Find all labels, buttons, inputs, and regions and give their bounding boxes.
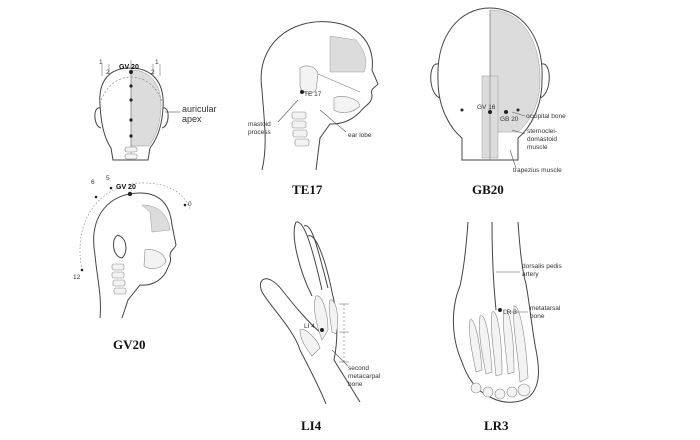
te17-title: TE17 [292,182,323,197]
gv20-back-callout-auricular: auricular apex [182,104,219,124]
gb20-title: GB20 [472,182,504,197]
li4-callout-bone-line1: second [348,365,369,372]
gv20-side-scale-5: 5 [106,175,110,182]
te17-point-label: TE 17 [304,91,322,98]
li4-point-label: LI 4 [304,323,315,330]
lr3-callout-artery-line1: dorsalis pedis [522,263,562,270]
gv20-back-callout-line1: auricular [182,104,217,114]
gv20-back-panel: 1 2 1 2 GV 20 auricular apex [94,59,219,161]
gv20-back-scale-2: 2 [106,69,110,76]
gv20-side-scale-0: 0 [188,201,192,208]
gv20-title: GV20 [113,337,146,352]
gv20-side-scale-6: 6 [91,179,95,186]
gv20-side-scale-12: 12 [73,274,81,281]
gb20-point-label-gb20: GB 20 [500,116,519,123]
li4-callout-bone-line3: bone [348,381,363,388]
gv20-back-callout-line2: apex [182,114,202,124]
gv20-side-point-label: GV 20 [116,184,136,191]
te17-callout-mastoid-line2: process [248,129,272,136]
gb20-callout-trapezius: trapezius muscle [513,167,562,174]
lr3-callout-bone-line2: bone [530,313,545,320]
gb20-callout-scm-line1: sternoclei- [527,128,557,135]
te17-panel: TE 17 mastoid process ear lobe TE17 [248,21,379,197]
lr3-callout-bone-line1: metatarsal [530,305,561,312]
te17-callout-ear-lobe: ear lobe [348,132,372,139]
gb20-point-label-gv16: GV 16 [477,104,496,111]
lr3-point-label: LR 3 [503,309,517,316]
li4-panel: LI 4 second metacarpal bone LI4 [260,221,382,433]
gb20-panel: GV 16 GB 20 occipital bone sternoclei- d… [430,7,566,197]
gv20-back-point-label: GV 20 [119,64,139,71]
li4-callout-bone-line2: metacarpal [348,373,381,380]
gv20-side-panel: 6 5 0 12 GV 20 GV20 [73,175,192,352]
lr3-title: LR3 [484,418,509,433]
gb20-callout-scm: sternoclei- domastoid muscle [527,128,559,151]
gb20-callout-scm-line2: domastoid [527,136,557,143]
li4-callout-bone: second metacarpal bone [348,365,382,388]
gv20-back-scale-1: 1 [99,59,103,66]
te17-callout-mastoid: mastoid process [248,121,273,136]
gv20-back-scale-3: 1 [155,59,159,66]
te17-callout-mastoid-line1: mastoid [248,121,271,128]
lr3-callout-bone: metatarsal bone [530,305,562,320]
lr3-callout-artery-line2: artery [522,271,539,278]
gb20-callout-scm-line3: muscle [527,144,548,151]
lr3-callout-artery: dorsalis pedis artery [522,263,564,278]
gb20-callout-occipital: occipital bone [526,113,566,120]
lr3-panel: LR 3 dorsalis pedis artery metatarsal bo… [452,221,564,433]
gv20-back-scale-4: 2 [151,69,155,76]
li4-title: LI4 [301,418,322,433]
